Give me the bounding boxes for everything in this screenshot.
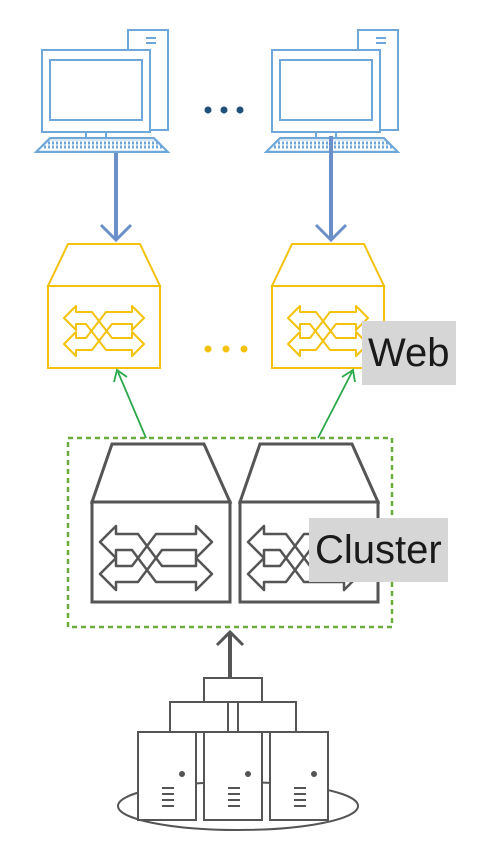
server-tower-icon — [137, 731, 197, 821]
desktop-computer-icon — [34, 28, 170, 154]
client-arrow — [99, 153, 133, 243]
client-arrow — [314, 136, 348, 243]
network-switch-icon — [90, 442, 232, 604]
cluster-label: Cluster — [309, 518, 448, 582]
server-tower-icon — [203, 731, 263, 821]
server-tower-icon — [269, 731, 329, 821]
ellipsis-clients — [204, 106, 244, 114]
server-farm — [117, 677, 359, 831]
network-switch-icon — [47, 243, 161, 369]
cluster-arrow — [317, 368, 356, 439]
web-label: Web — [362, 321, 456, 385]
desktop-computer-icon — [264, 28, 400, 154]
ellipsis-web — [204, 345, 248, 353]
cluster-arrow — [113, 368, 147, 439]
